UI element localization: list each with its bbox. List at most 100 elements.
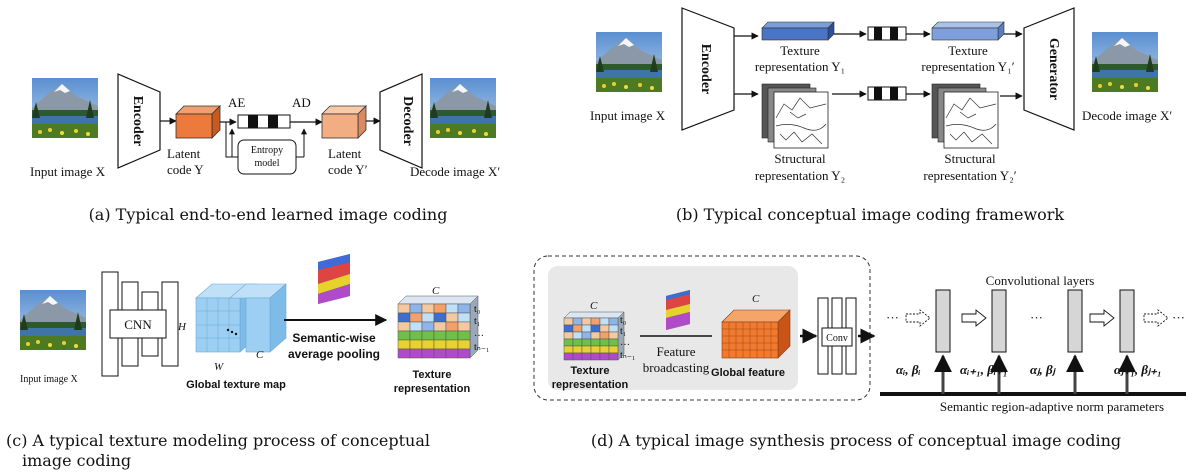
grid-cell	[457, 348, 471, 359]
conv-layer-j	[1067, 289, 1083, 353]
conv-layer-i	[935, 289, 951, 353]
tex-y1p-l1: Texture	[948, 43, 988, 58]
grid-cell	[608, 331, 619, 340]
generator-trapezoid-b	[1023, 7, 1075, 131]
grid-cell	[421, 348, 435, 359]
grid-cell	[445, 312, 459, 323]
tex-c-dim: C	[432, 285, 440, 297]
panel-d: C t₀ t₁ … tₙ₋₁ Texture representation Fe…	[533, 255, 1186, 450]
decoder-label-a: Decoder	[400, 96, 415, 146]
grid-cell	[457, 303, 471, 314]
latent-y-l2: code Y	[167, 162, 204, 177]
grid-cell	[581, 331, 592, 340]
ae-label: AE	[228, 95, 245, 110]
grid-cell	[581, 317, 592, 326]
tdots-d: …	[620, 337, 630, 348]
grid-cell	[581, 338, 592, 347]
texture-bar-y1p	[931, 21, 1005, 41]
decode-image-b	[1092, 32, 1158, 92]
tex-y1p-l2: representation Y₁′	[921, 59, 1014, 74]
input-image-a	[32, 78, 98, 138]
tn-c: tₙ₋₁	[474, 342, 490, 353]
grid-cell	[572, 324, 583, 333]
grid-cell	[608, 324, 619, 333]
tex-rep-c-l2: representation	[394, 383, 471, 395]
global-texture-map-label: Global texture map	[186, 379, 286, 391]
dots-2: ···	[1030, 310, 1043, 325]
global-feature-label: Global feature	[711, 367, 785, 379]
str-y2-l1: Structural	[774, 151, 826, 166]
grid-cell	[433, 312, 447, 323]
decode-label-b: Decode image X′	[1082, 108, 1172, 123]
grid-cell	[457, 312, 471, 323]
grid-cell	[590, 317, 601, 326]
grid-cell	[397, 321, 411, 332]
caption-c-l2: image coding	[22, 451, 131, 470]
conv-layer-j1	[1119, 289, 1135, 353]
grid-cell	[409, 321, 423, 332]
grid-cell	[409, 339, 423, 350]
ad-label: AD	[292, 95, 311, 110]
conv-block	[817, 297, 857, 375]
hollow-arrow-3	[1089, 309, 1115, 327]
input-image-c	[20, 290, 86, 350]
grid-cell	[563, 345, 574, 354]
encoder-trapezoid-b	[681, 7, 735, 131]
t1-d: t₁	[620, 326, 626, 337]
bitstream-b2	[867, 86, 907, 101]
grid-cell	[421, 339, 435, 350]
broadcast-l1: Feature	[657, 344, 696, 359]
input-label-a: Input image X	[30, 164, 106, 179]
grid-cell	[599, 317, 610, 326]
structural-stack-y2p	[931, 83, 999, 149]
pool-l1: Semantic-wise	[292, 331, 376, 345]
grid-cell	[433, 330, 447, 341]
dim-w: W	[214, 361, 224, 373]
encoder-label-b: Encoder	[698, 44, 713, 95]
t1-c: t₁	[474, 316, 480, 327]
dots-3: ···	[1172, 310, 1185, 325]
grid-cell	[397, 339, 411, 350]
grid-cell	[445, 339, 459, 350]
grid-cell	[421, 321, 435, 332]
str-y2p-l1: Structural	[944, 151, 996, 166]
grid-cell	[409, 348, 423, 359]
grid-cell	[397, 348, 411, 359]
latent-yp-l2: code Y′	[328, 162, 368, 177]
grid-cell	[572, 345, 583, 354]
grid-cell	[590, 338, 601, 347]
latent-cube-y	[175, 105, 221, 139]
grid-cell	[599, 324, 610, 333]
grid-cell	[433, 348, 447, 359]
conv-layers-label: Convolutional layers	[986, 273, 1095, 288]
param-j1: αⱼ₊₁, βⱼ₊₁	[1114, 362, 1162, 377]
grid-cell	[397, 330, 411, 341]
cnn-block	[101, 271, 179, 377]
grid-cell	[445, 303, 459, 314]
grid-cell	[563, 324, 574, 333]
grid-cell	[572, 317, 583, 326]
input-label-c: Input image X	[20, 374, 79, 385]
str-y2p-l2: representation Y₂′	[923, 168, 1016, 183]
grid-cell	[409, 312, 423, 323]
t0-c: t₀	[474, 304, 481, 315]
grid-cell	[563, 331, 574, 340]
caption-b: (b) Typical conceptual image coding fram…	[676, 205, 1065, 224]
caption-d: (d) A typical image synthesis process of…	[591, 431, 1121, 450]
grid-cell	[581, 352, 592, 361]
grid-cell	[409, 303, 423, 314]
grid-cell	[608, 338, 619, 347]
texture-grid-c	[397, 295, 479, 359]
texture-bar-y1	[761, 21, 835, 41]
bitstream-a	[237, 114, 291, 129]
grid-cell	[433, 339, 447, 350]
grid-cell	[599, 331, 610, 340]
decode-image-a	[430, 78, 496, 138]
grid-cell	[563, 352, 574, 361]
panel-b: Input image X Encoder Texture representa…	[590, 7, 1172, 224]
grid-cell	[599, 352, 610, 361]
grid-cell	[445, 321, 459, 332]
conv-layer-i1	[991, 289, 1007, 353]
grid-cell	[590, 345, 601, 354]
grid-cell	[433, 303, 447, 314]
